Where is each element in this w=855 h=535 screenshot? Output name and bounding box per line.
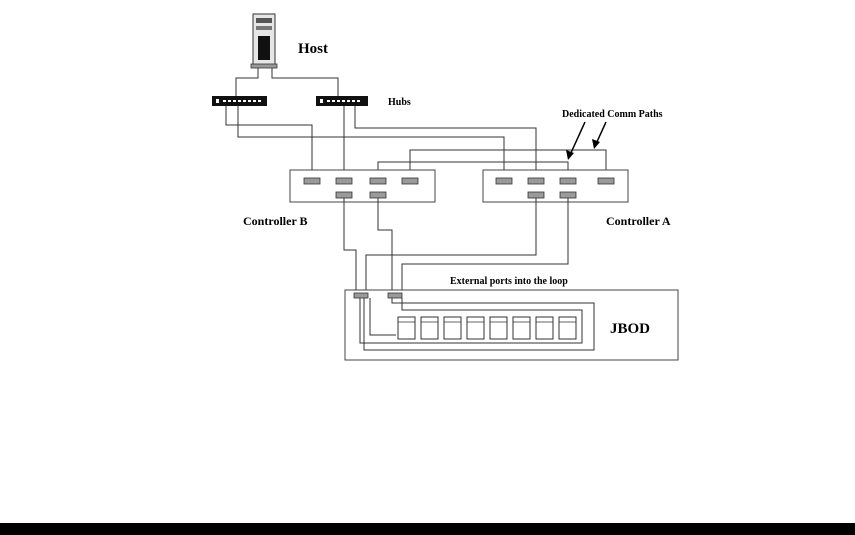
hub-b-to-controller-b-link — [225, 106, 313, 178]
disk-drive-icon — [420, 316, 439, 340]
disk-array — [397, 316, 577, 340]
bottom-bar — [0, 523, 855, 535]
controller-b-to-jbod-link — [343, 198, 357, 292]
controller-b-port — [303, 177, 321, 185]
host-server-icon — [250, 13, 278, 69]
pointer-arrow-icon — [592, 121, 607, 149]
disk-drive-icon — [489, 316, 508, 340]
hub-b-icon — [212, 96, 267, 106]
controller-b-port — [335, 177, 353, 185]
hub-a-icon — [316, 96, 368, 106]
hub-a-to-controller-a-link — [354, 106, 537, 178]
controller-b-box — [289, 169, 436, 203]
pointer-arrow-icon — [566, 121, 586, 160]
dedicated-comm-paths-label: Dedicated Comm Paths — [562, 109, 663, 120]
jbod-loop-link — [369, 298, 396, 336]
jbod-external-port — [387, 292, 403, 299]
controller-a-to-jbod-link — [401, 198, 569, 292]
controller-a-port — [495, 177, 513, 185]
storage-topology-diagram: Host Hubs Dedicated Comm Paths — [212, 13, 679, 361]
disk-drive-icon — [397, 316, 416, 340]
dedicated-comm-path-2 — [409, 149, 607, 178]
controller-a-port — [527, 177, 545, 185]
controller-a-box — [482, 169, 629, 203]
controller-a-loop-port — [527, 191, 545, 199]
hubs-label: Hubs — [388, 97, 411, 108]
controller-b-loop-port — [369, 191, 387, 199]
host-label: Host — [298, 41, 328, 57]
disk-drive-icon — [443, 316, 462, 340]
disk-drive-icon — [558, 316, 577, 340]
controller-a-to-jbod-link — [365, 198, 537, 292]
disk-drive-icon — [512, 316, 531, 340]
external-ports-label: External ports into the loop — [450, 276, 568, 287]
host-to-hub-a-link — [271, 68, 339, 96]
controller-a-port — [559, 177, 577, 185]
controller-a-port — [597, 177, 615, 185]
controller-b-port — [401, 177, 419, 185]
hub-b-to-controller-a-link — [237, 106, 505, 178]
disk-drive-icon — [535, 316, 554, 340]
controller-a-loop-port — [559, 191, 577, 199]
jbod-external-port — [353, 292, 369, 299]
jbod-inner-loop — [359, 298, 583, 344]
controller-b-loop-port — [335, 191, 353, 199]
disk-drive-icon — [466, 316, 485, 340]
controller-b-to-jbod-link — [377, 198, 393, 292]
controller-b-port — [369, 177, 387, 185]
jbod-outer-loop — [363, 298, 595, 351]
jbod-label: JBOD — [610, 321, 650, 337]
controller-b-label: Controller B — [243, 214, 308, 228]
controller-a-label: Controller A — [606, 214, 671, 228]
host-to-hub-b-link — [235, 68, 259, 96]
